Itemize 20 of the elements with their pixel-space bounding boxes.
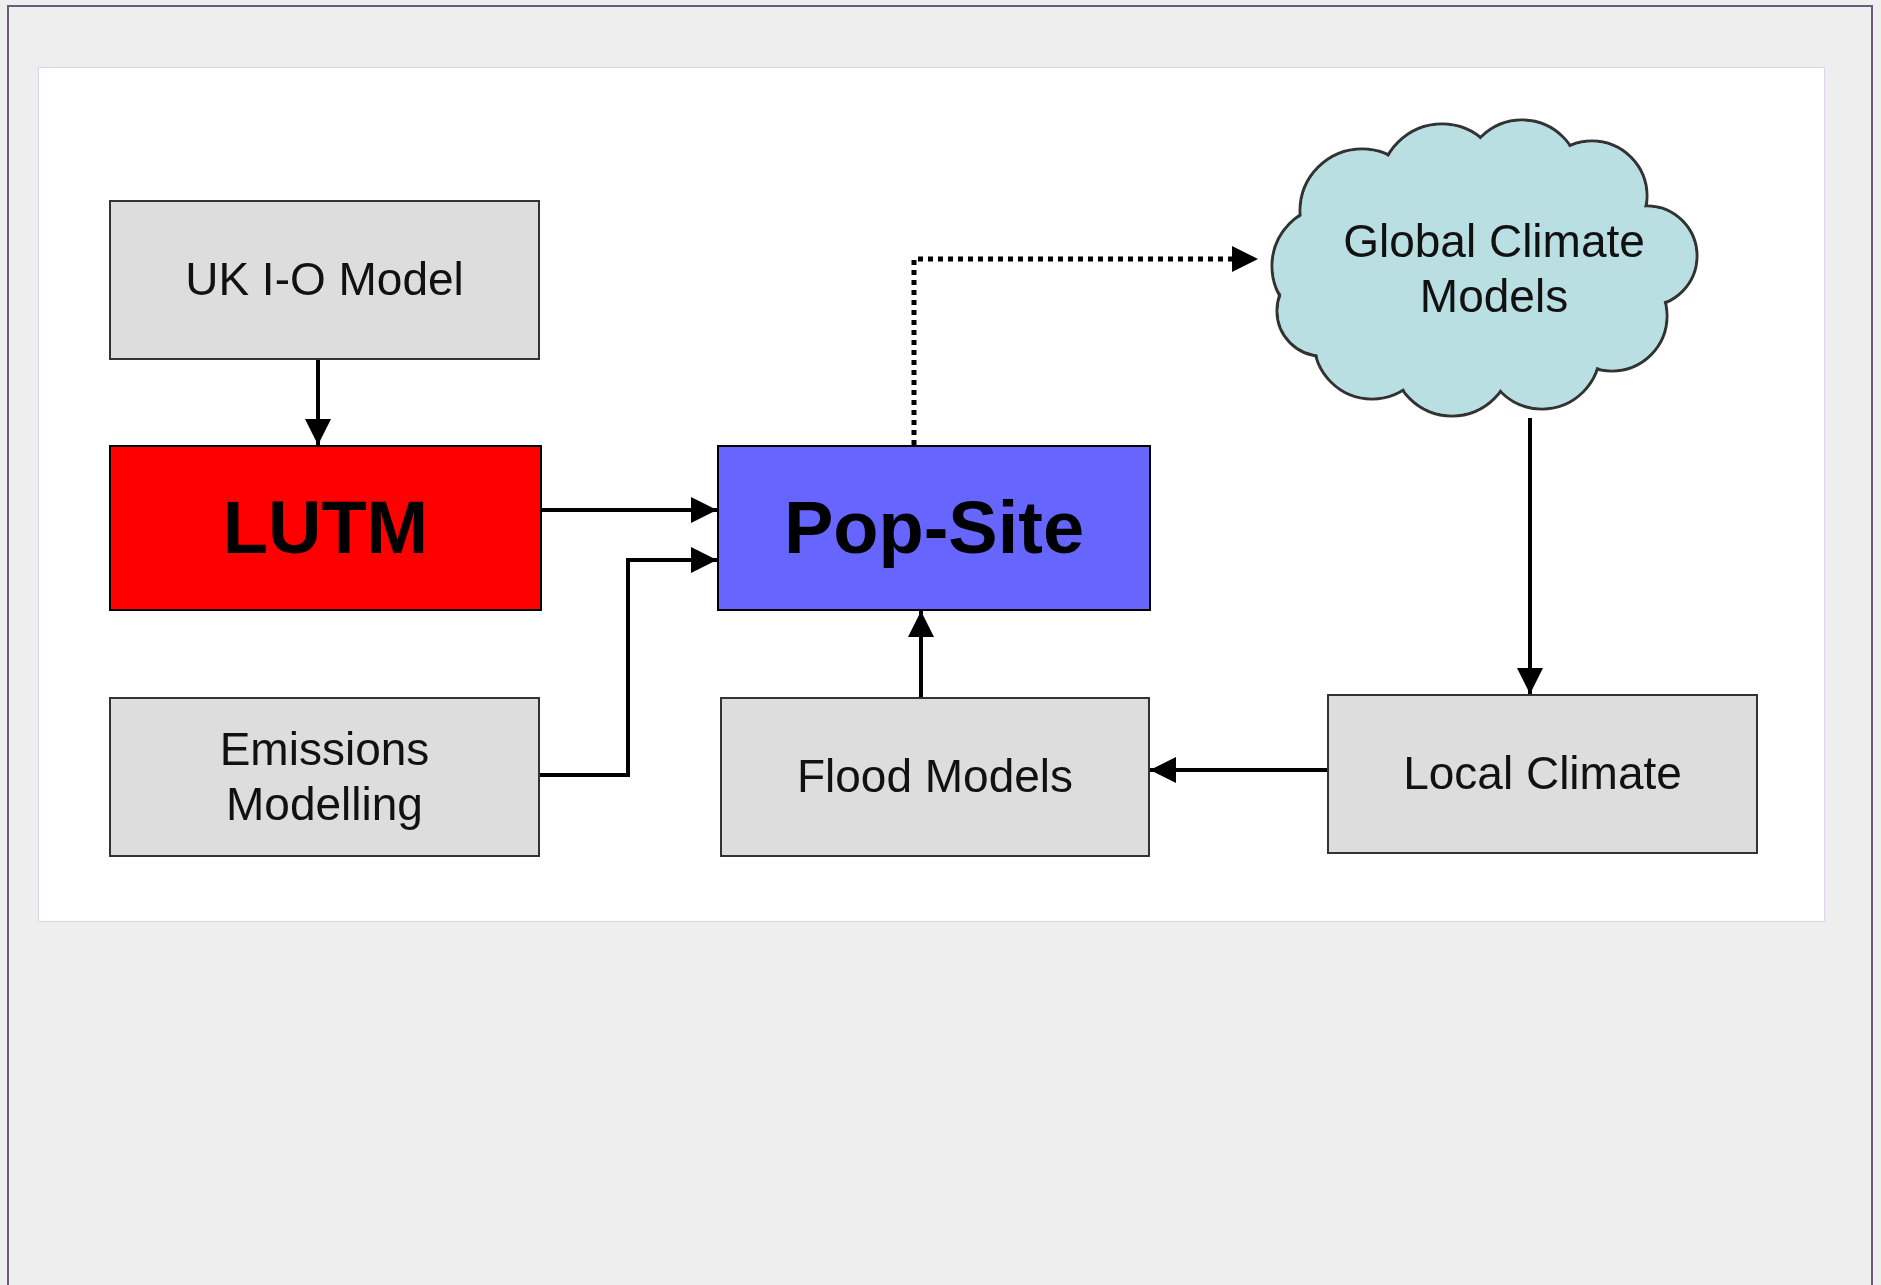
process-box [1327,694,1758,854]
process-box [109,697,540,857]
node-label: Emissions Modelling [218,721,431,832]
process-box [109,200,540,360]
process-box [109,445,542,611]
arrow [540,547,717,777]
process-box [717,445,1151,611]
process-box [720,697,1150,857]
arrow [1517,418,1543,694]
arrow [305,360,331,445]
arrow [908,611,934,697]
node-label: Pop-Site [782,484,1086,571]
node-label: Global Climate Models [1342,213,1646,324]
arrow [1150,757,1327,783]
node-label: LUTM [221,484,430,571]
node-label: UK I-O Model [184,252,465,308]
node-label: Flood Models [795,749,1075,805]
arrow [542,497,717,523]
node-label: Local Climate [1402,746,1683,802]
arrow [911,246,1258,445]
